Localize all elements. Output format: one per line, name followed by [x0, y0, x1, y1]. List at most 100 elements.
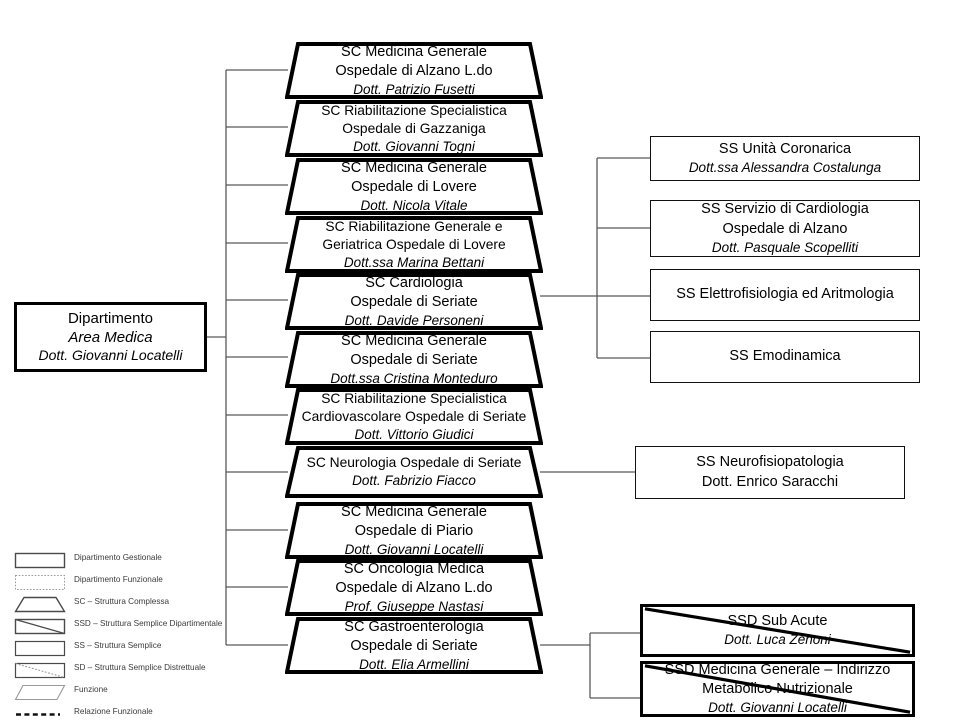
legend-item-label: SSD – Struttura Semplice Dipartimentale	[74, 619, 223, 628]
sc-unit-head: Prof. Giuseppe Nastasi	[344, 598, 484, 614]
sc-unit-line2: Cardiovascolare Ospedale di Seriate	[301, 408, 527, 424]
trapezoid-shape	[285, 158, 543, 215]
ss-unit-line1: SS Emodinamica	[729, 348, 841, 365]
ssd-unit-line1: SSD Medicina Generale – Indirizzo	[664, 662, 891, 679]
ss-unit-box[interactable]: SS Neurofisiopatologia Dott. Enrico Sara…	[635, 446, 905, 499]
sc-unit-head: Dott. Giovanni Togni	[353, 138, 475, 154]
dashed-line-icon	[16, 713, 60, 716]
trapezoid-shape	[285, 331, 543, 388]
sc-unit-line2: Ospedale di Seriate	[350, 293, 478, 310]
legend-item: SC – Struttura Complessa	[14, 596, 214, 615]
rect-diagonal-icon	[14, 618, 66, 635]
sc-unit-head: Dott. Davide Personeni	[344, 312, 484, 328]
trapezoid-shape	[285, 502, 543, 559]
legend-item: Dipartimento Funzionale	[14, 574, 214, 593]
trapezoid-shape	[285, 100, 543, 157]
sc-unit-box[interactable]: SC Gastroenterologia Ospedale di Seriate…	[285, 617, 543, 674]
sc-unit-head: Dott.ssa Cristina Monteduro	[330, 370, 498, 386]
legend-item-label: SC – Struttura Complessa	[74, 597, 170, 606]
sc-unit-box[interactable]: SC Riabilitazione Specialistica Cardiova…	[285, 388, 543, 445]
sc-unit-box[interactable]: SC Medicina Generale Ospedale di Lovere …	[285, 158, 543, 215]
legend-item-label: SS – Struttura Semplice	[74, 641, 162, 650]
root-department-title: Dipartimento	[67, 309, 154, 327]
sc-unit-box[interactable]: SC Medicina Generale Ospedale di Seriate…	[285, 331, 543, 388]
ss-unit-head: Dott.ssa Alessandra Costalunga	[688, 160, 882, 176]
sc-unit-head: Dott. Elia Armellini	[359, 656, 469, 672]
ss-unit-box[interactable]: SS Unità Coronarica Dott.ssa Alessandra …	[650, 136, 920, 181]
ss-unit-line2: Dott. Enrico Saracchi	[701, 473, 839, 490]
trapezoid-shape	[285, 216, 543, 273]
sc-unit-line1: SC Neurologia Ospedale di Seriate	[306, 455, 522, 471]
sc-unit-box[interactable]: SC Medicina Generale Ospedale di Alzano …	[285, 42, 543, 99]
ssd-unit-line1: SSD Sub Acute	[727, 613, 828, 630]
legend-item-label: Dipartimento Gestionale	[74, 553, 162, 562]
sc-unit-line2: Ospedale di Seriate	[350, 351, 478, 368]
sc-unit-line1: SC Medicina Generale	[341, 332, 487, 349]
ss-unit-box[interactable]: SS Elettrofisiologia ed Aritmologia	[650, 269, 920, 321]
root-department-head: Dott. Giovanni Locatelli	[38, 347, 183, 364]
root-department-area: Area Medica	[68, 329, 153, 347]
rect-solid-icon	[14, 552, 66, 569]
sc-unit-box[interactable]: SC Riabilitazione Generale e Geriatrica …	[285, 216, 543, 273]
ss-unit-line2: Ospedale di Alzano	[722, 220, 848, 237]
ss-unit-line1: SS Neurofisiopatologia	[696, 454, 844, 471]
rect-diagonal-dotted-icon	[14, 662, 66, 679]
sc-unit-head: Dott. Patrizio Fusetti	[353, 81, 475, 97]
ss-unit-line1: SS Servizio di Cardiologia	[701, 201, 869, 218]
sc-unit-line1: SC Riabilitazione Generale e	[325, 218, 503, 234]
sc-unit-box[interactable]: SC Medicina Generale Ospedale di Piario …	[285, 502, 543, 559]
sc-unit-line1: SC Medicina Generale	[341, 159, 487, 176]
trapezoid-shape	[285, 617, 543, 674]
legend-item: Dipartimento Gestionale	[14, 552, 214, 571]
sc-unit-line1: SC Medicina Generale	[341, 503, 487, 520]
trapezoid-shape	[285, 273, 543, 330]
legend-item: Relazione Funzionale	[14, 706, 214, 720]
sc-unit-line1: SC Gastroenterologia	[344, 618, 484, 635]
sc-unit-line1: SC Oncologia Medica	[343, 560, 485, 577]
sc-unit-line2: Ospedale di Seriate	[350, 637, 478, 654]
trapezoid-shape	[285, 42, 543, 99]
sc-unit-line2: Ospedale di Alzano L.do	[335, 62, 493, 79]
legend: Dipartimento Gestionale Dipartimento Fun…	[14, 552, 222, 716]
sc-unit-line2: Ospedale di Gazzaniga	[342, 120, 486, 136]
ssd-unit-box[interactable]: SSD Sub Acute Dott. Luca Zenoni	[640, 604, 915, 657]
sc-unit-line2: Ospedale di Alzano L.do	[335, 579, 493, 596]
ssd-unit-head: Dott. Luca Zenoni	[724, 632, 831, 648]
root-department-box[interactable]: Dipartimento Area Medica Dott. Giovanni …	[14, 302, 207, 372]
legend-item-label: Funzione	[74, 685, 108, 694]
sc-unit-box[interactable]: SC Neurologia Ospedale di Seriate Dott. …	[285, 446, 543, 498]
ss-unit-head: Dott. Pasquale Scopelliti	[711, 239, 859, 255]
sc-unit-head: Dott. Vittorio Giudici	[354, 426, 474, 442]
ssd-unit-line2: Metabolico Nutrizionale	[702, 681, 853, 698]
ssd-unit-head: Dott. Giovanni Locatelli	[708, 700, 847, 716]
sc-unit-line2: Ospedale di Lovere	[351, 178, 477, 195]
rect-thin-icon	[14, 640, 66, 657]
legend-item-label: Dipartimento Funzionale	[74, 575, 163, 584]
legend-item: SS – Struttura Semplice	[14, 640, 214, 659]
sc-unit-head: Dott.ssa Marina Bettani	[343, 254, 485, 270]
legend-item: SD – Struttura Semplice Distrettuale	[14, 662, 214, 681]
sc-unit-head: Dott. Fabrizio Fiacco	[352, 473, 476, 489]
trapezoid-shape	[285, 559, 543, 616]
legend-item-label: Relazione Funzionale	[74, 707, 153, 716]
sc-unit-box[interactable]: SC Cardiologia Ospedale di Seriate Dott.…	[285, 273, 543, 330]
diagonal-slash-icon	[643, 607, 912, 654]
legend-item: SSD – Struttura Semplice Dipartimentale	[14, 618, 222, 637]
sc-unit-line2: Ospedale di Piario	[354, 522, 474, 539]
ss-unit-box[interactable]: SS Emodinamica	[650, 331, 920, 383]
legend-item: Funzione	[14, 684, 214, 703]
sc-unit-box[interactable]: SC Riabilitazione Specialistica Ospedale…	[285, 100, 543, 157]
ssd-unit-box[interactable]: SSD Medicina Generale – Indirizzo Metabo…	[640, 661, 915, 717]
sc-unit-line1: SC Riabilitazione Specialistica	[321, 102, 507, 118]
ss-unit-box[interactable]: SS Servizio di Cardiologia Ospedale di A…	[650, 200, 920, 257]
legend-item-label: SD – Struttura Semplice Distrettuale	[74, 663, 206, 672]
sc-unit-box[interactable]: SC Oncologia Medica Ospedale di Alzano L…	[285, 559, 543, 616]
parallelogram-icon	[14, 684, 66, 701]
diagonal-slash-icon	[643, 664, 912, 714]
ss-unit-line1: SS Elettrofisiologia ed Aritmologia	[676, 286, 894, 303]
trapezoid-shape	[285, 388, 543, 445]
sc-unit-head: Dott. Giovanni Locatelli	[344, 541, 484, 557]
trapezoid-shape	[285, 446, 543, 498]
trapezoid-icon	[14, 596, 66, 613]
